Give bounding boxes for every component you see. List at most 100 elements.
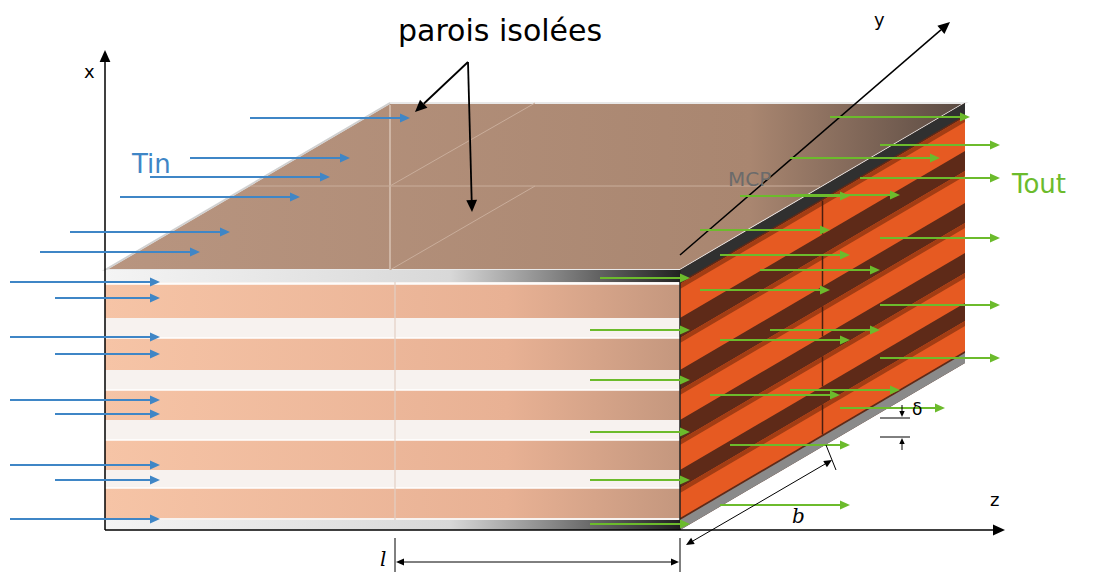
dimension-arrow-head: [899, 438, 904, 444]
plate-edge: [105, 389, 680, 391]
outlet-arrow-head: [990, 354, 1000, 363]
inlet-arrow-head: [150, 461, 160, 470]
outlet-arrow-head: [990, 234, 1000, 243]
outlet-arrow-head: [840, 336, 850, 345]
inlet-arrow-head: [150, 294, 160, 303]
x-axis-line: [104, 62, 106, 530]
inlet-arrow-head: [150, 515, 160, 524]
plate-edge: [105, 439, 680, 441]
inlet-arrow-head: [190, 248, 200, 257]
outlet-arrow-line: [860, 177, 990, 179]
pcm-plate: [105, 284, 680, 318]
dimension-arrow-line: [902, 405, 903, 411]
outlet-arrow-head: [680, 274, 690, 283]
z-axis-line: [105, 529, 993, 531]
outlet-arrow-line: [790, 389, 890, 391]
outlet-arrow-head: [930, 154, 940, 163]
pcm-brick: [680, 321, 965, 518]
outlet-arrow-head: [820, 286, 830, 295]
wall-label: parois isolées: [398, 14, 602, 47]
y-axis-line: [680, 30, 941, 255]
outlet-arrow-head: [890, 386, 900, 395]
dimension-tick: [680, 538, 681, 572]
inlet-arrow-line: [10, 518, 150, 520]
dimension-label: b: [792, 505, 805, 527]
dimension-tick: [880, 437, 910, 438]
inlet-arrow-line: [250, 117, 400, 119]
outlet-arrow-line: [700, 289, 820, 291]
hidden-edge: [390, 186, 535, 270]
dimension-arrow-head: [899, 411, 904, 417]
dimension-arrow-head: [686, 538, 695, 545]
brick-joint: [822, 357, 824, 387]
top-wall-edge: [105, 270, 680, 282]
dimension-tick: [395, 538, 396, 572]
inlet-arrow-head: [400, 114, 410, 123]
inlet-arrow-head: [150, 476, 160, 485]
outlet-arrow-line: [590, 523, 680, 525]
dimension-label: l: [380, 548, 386, 570]
outlet-arrow-line: [590, 379, 680, 381]
outlet-arrow-head: [990, 301, 1000, 310]
leader-arrow-line: [468, 62, 472, 200]
dimension-arrow-head: [396, 558, 404, 565]
leader-arrow-head: [415, 100, 427, 112]
outlet-arrow-line: [710, 394, 830, 396]
inlet-arrow-line: [55, 413, 150, 415]
z-axis-head: [993, 525, 1005, 536]
inlet-arrow-line: [10, 464, 150, 466]
inlet-arrow-head: [290, 193, 300, 202]
outlet-arrow-head: [680, 376, 690, 385]
front-edge: [679, 270, 681, 530]
inlet-arrow-line: [10, 281, 150, 283]
outlet-arrow-head: [960, 113, 970, 122]
hidden-edge: [390, 103, 535, 186]
hidden-edge: [394, 282, 395, 530]
pcm-plate: [105, 488, 680, 518]
leader-arrow-line: [424, 62, 468, 104]
plate-edge: [105, 337, 680, 339]
outlet-temperature: Tout: [1012, 170, 1066, 199]
outlet-arrow-line: [600, 277, 680, 279]
outlet-arrow-head: [935, 404, 945, 413]
hidden-edge: [389, 105, 391, 270]
inlet-arrow-line: [120, 196, 290, 198]
pcm-label: MCP: [728, 168, 771, 190]
dimension-arrow-line: [902, 444, 903, 450]
outlet-arrow-head: [680, 476, 690, 485]
dimension-label: δ: [912, 400, 922, 419]
inlet-arrow-line: [10, 399, 150, 401]
channel-ground: [105, 282, 680, 530]
leader-arrow-head: [466, 200, 477, 212]
exchanger-body: [10, 22, 1005, 572]
outlet-arrow-line: [720, 339, 840, 341]
outlet-arrow-line: [790, 157, 930, 159]
outlet-arrow-line: [830, 116, 960, 118]
outlet-arrow-line: [880, 357, 990, 359]
outlet-arrow-head: [990, 174, 1000, 183]
inlet-arrow-head: [150, 410, 160, 419]
outlet-arrow-line: [590, 479, 680, 481]
inlet-arrow-line: [10, 336, 150, 338]
outlet-arrow-line: [760, 269, 870, 271]
x-axis-head: [100, 50, 111, 62]
inlet-arrow-line: [70, 231, 220, 233]
outlet-arrow-line: [790, 194, 890, 196]
brick-joint: [822, 405, 824, 435]
outlet-arrow-head: [840, 251, 850, 260]
outlet-arrow-head: [820, 226, 830, 235]
outlet-arrow-head: [890, 191, 900, 200]
axis-label: y: [874, 10, 885, 30]
inlet-temperature: Tin: [132, 150, 171, 179]
inlet-arrow-head: [320, 173, 330, 182]
inlet-arrow-head: [150, 278, 160, 287]
inlet-arrow-line: [40, 251, 190, 253]
outlet-arrow-head: [680, 520, 690, 529]
inlet-arrow-line: [55, 297, 150, 299]
outlet-arrow-head: [680, 428, 690, 437]
outlet-arrow-line: [720, 504, 840, 506]
outlet-arrow-line: [880, 144, 990, 146]
brick-joint: [822, 307, 824, 337]
outlet-arrow-line: [880, 237, 990, 239]
